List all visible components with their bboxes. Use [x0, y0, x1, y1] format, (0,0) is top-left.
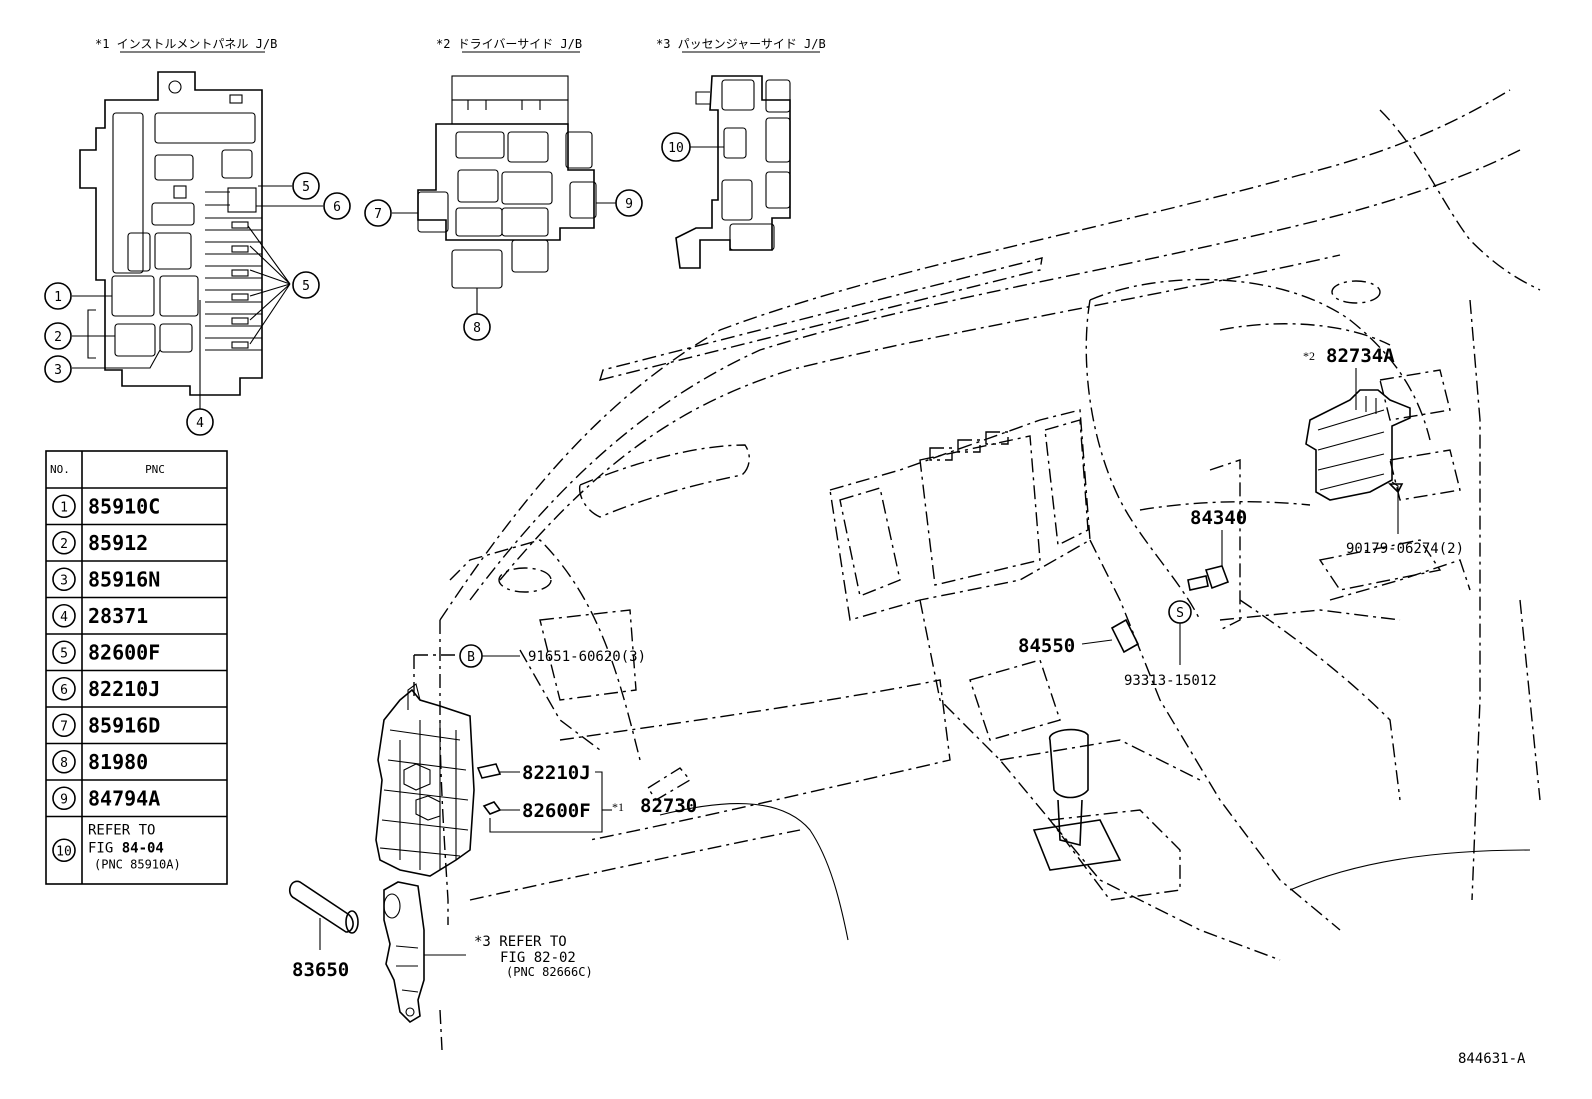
table-header-pnc: PNC	[145, 463, 165, 476]
instrument-panel-jb-assembly	[375, 654, 475, 877]
table-row-pnc: 85916D	[88, 713, 160, 737]
dashboard-outline	[439, 89, 1541, 961]
flasher-83650	[288, 880, 359, 950]
label-82730: 82730	[640, 795, 697, 817]
label-82210J: 82210J	[522, 762, 591, 784]
svg-text:2: 2	[54, 330, 62, 345]
table-row-pnc: 82600F	[88, 640, 160, 664]
svg-text:5: 5	[302, 180, 310, 195]
pnc-table: NO. PNC 1 85910C 2 85912 3 85916N 4 28371 5 82600…	[45, 450, 228, 885]
label-83650: 83650	[292, 959, 349, 981]
table-row-ref-line2-figure: 84-04	[122, 841, 164, 857]
svg-text:3: 3	[54, 363, 62, 378]
table-row-number-circle	[52, 640, 76, 665]
svg-text:B: B	[467, 650, 475, 665]
callout-1: 1	[44, 282, 72, 310]
table-row-pnc: 84794A	[88, 786, 160, 810]
table-row-number-circle	[52, 603, 76, 628]
table-row-number-circle	[52, 838, 76, 863]
table-row-ref-line2-prefix: FIG	[88, 841, 122, 857]
label-82600F: 82600F	[522, 800, 591, 822]
table-row-number: 10	[56, 844, 72, 859]
callout-S: S	[1168, 600, 1192, 665]
svg-text:8: 8	[473, 321, 481, 336]
table-row-number-circle	[52, 530, 76, 555]
svg-text:6: 6	[333, 200, 341, 215]
svg-text:1: 1	[54, 290, 62, 305]
label-91651-60620: 91651-60620(3)	[528, 649, 646, 665]
callout-2: 2	[44, 322, 72, 350]
callout-6: 6	[323, 192, 351, 220]
switch-84550	[1081, 618, 1140, 654]
passenger-side-jb-assembly	[383, 881, 466, 1051]
passenger-side-junction-block	[675, 75, 791, 269]
label-84340: 84340	[1190, 507, 1247, 529]
table-row-number: 1	[60, 500, 68, 515]
label-82734A: 82734A	[1326, 345, 1395, 367]
table-row-number-circle	[52, 494, 76, 519]
callout-5-lower: 5	[292, 271, 320, 299]
svg-text:10: 10	[668, 141, 684, 156]
callout-9: 9	[615, 189, 643, 217]
table-row-number-circle	[52, 676, 76, 701]
table-row-ref-line2: FIG 84-04	[88, 841, 164, 857]
driver-side-jb-assembly	[1305, 368, 1411, 534]
svg-text:4: 4	[196, 416, 204, 431]
ref-passenger-jb-line3: (PNC 82666C)	[506, 965, 593, 979]
table-row-pnc: 85912	[88, 531, 148, 555]
header-instrument-panel-jb: *1 インストルメントパネル J/B	[95, 37, 277, 51]
table-row-pnc: 82210J	[88, 677, 160, 701]
table-row-pnc: 85910C	[88, 494, 160, 518]
fuse-82600F	[482, 801, 520, 815]
table-row-number: 9	[60, 792, 68, 807]
callout-4: 4	[186, 408, 214, 436]
table-row-number: 7	[60, 719, 68, 734]
callout-5-upper: 5	[292, 172, 320, 200]
ref-passenger-jb-line1: *3 REFER TO	[474, 934, 567, 950]
svg-text:S: S	[1176, 606, 1184, 621]
callout-10: 10	[661, 132, 691, 162]
table-row-pnc: 28371	[88, 604, 148, 628]
label-93313-15012: 93313-15012	[1124, 673, 1217, 689]
table-row-pnc: 85916N	[88, 567, 160, 591]
callout-B: B	[459, 644, 520, 668]
callout-3: 3	[44, 355, 72, 383]
svg-text:5: 5	[302, 279, 310, 294]
driver-side-junction-block	[392, 75, 616, 314]
instrument-panel-junction-block	[72, 71, 323, 410]
table-row-number: 3	[60, 573, 68, 588]
table-row-ref-line1: REFER TO	[88, 823, 155, 839]
figure-id: 844631-A	[1458, 1051, 1526, 1067]
label-90179-06274: 90179-06274(2)	[1346, 541, 1464, 557]
label-82730-prefix: *1	[612, 800, 624, 814]
table-row-pnc: 81980	[88, 750, 148, 774]
table-row-number-circle	[52, 786, 76, 811]
table-row-number-circle	[52, 567, 76, 592]
table-row-number: 6	[60, 683, 68, 698]
table-row-number-circle	[52, 749, 76, 774]
svg-text:9: 9	[625, 197, 633, 212]
table-row-number-circle	[52, 713, 76, 738]
table-header-no: NO.	[50, 463, 70, 476]
table-row-ref-line3: (PNC 85910A)	[94, 858, 181, 872]
label-82734A-prefix: *2	[1303, 349, 1315, 363]
ref-passenger-jb-line2: FIG 82-02	[500, 950, 576, 966]
callout-8: 8	[463, 313, 491, 341]
table-row-number: 8	[60, 756, 68, 771]
table-row-number: 2	[60, 537, 68, 552]
header-driver-side-jb: *2 ドライバーサイド J/B	[436, 37, 582, 51]
svg-text:7: 7	[374, 207, 382, 222]
relay-84340	[1187, 530, 1230, 591]
header-passenger-side-jb: *3 パッセンジャーサイド J/B	[656, 37, 826, 51]
table-row-number: 5	[60, 646, 68, 661]
callout-7: 7	[364, 199, 392, 227]
table-row-number: 4	[60, 610, 68, 625]
relay-82210J	[476, 763, 520, 779]
label-84550: 84550	[1018, 635, 1075, 657]
